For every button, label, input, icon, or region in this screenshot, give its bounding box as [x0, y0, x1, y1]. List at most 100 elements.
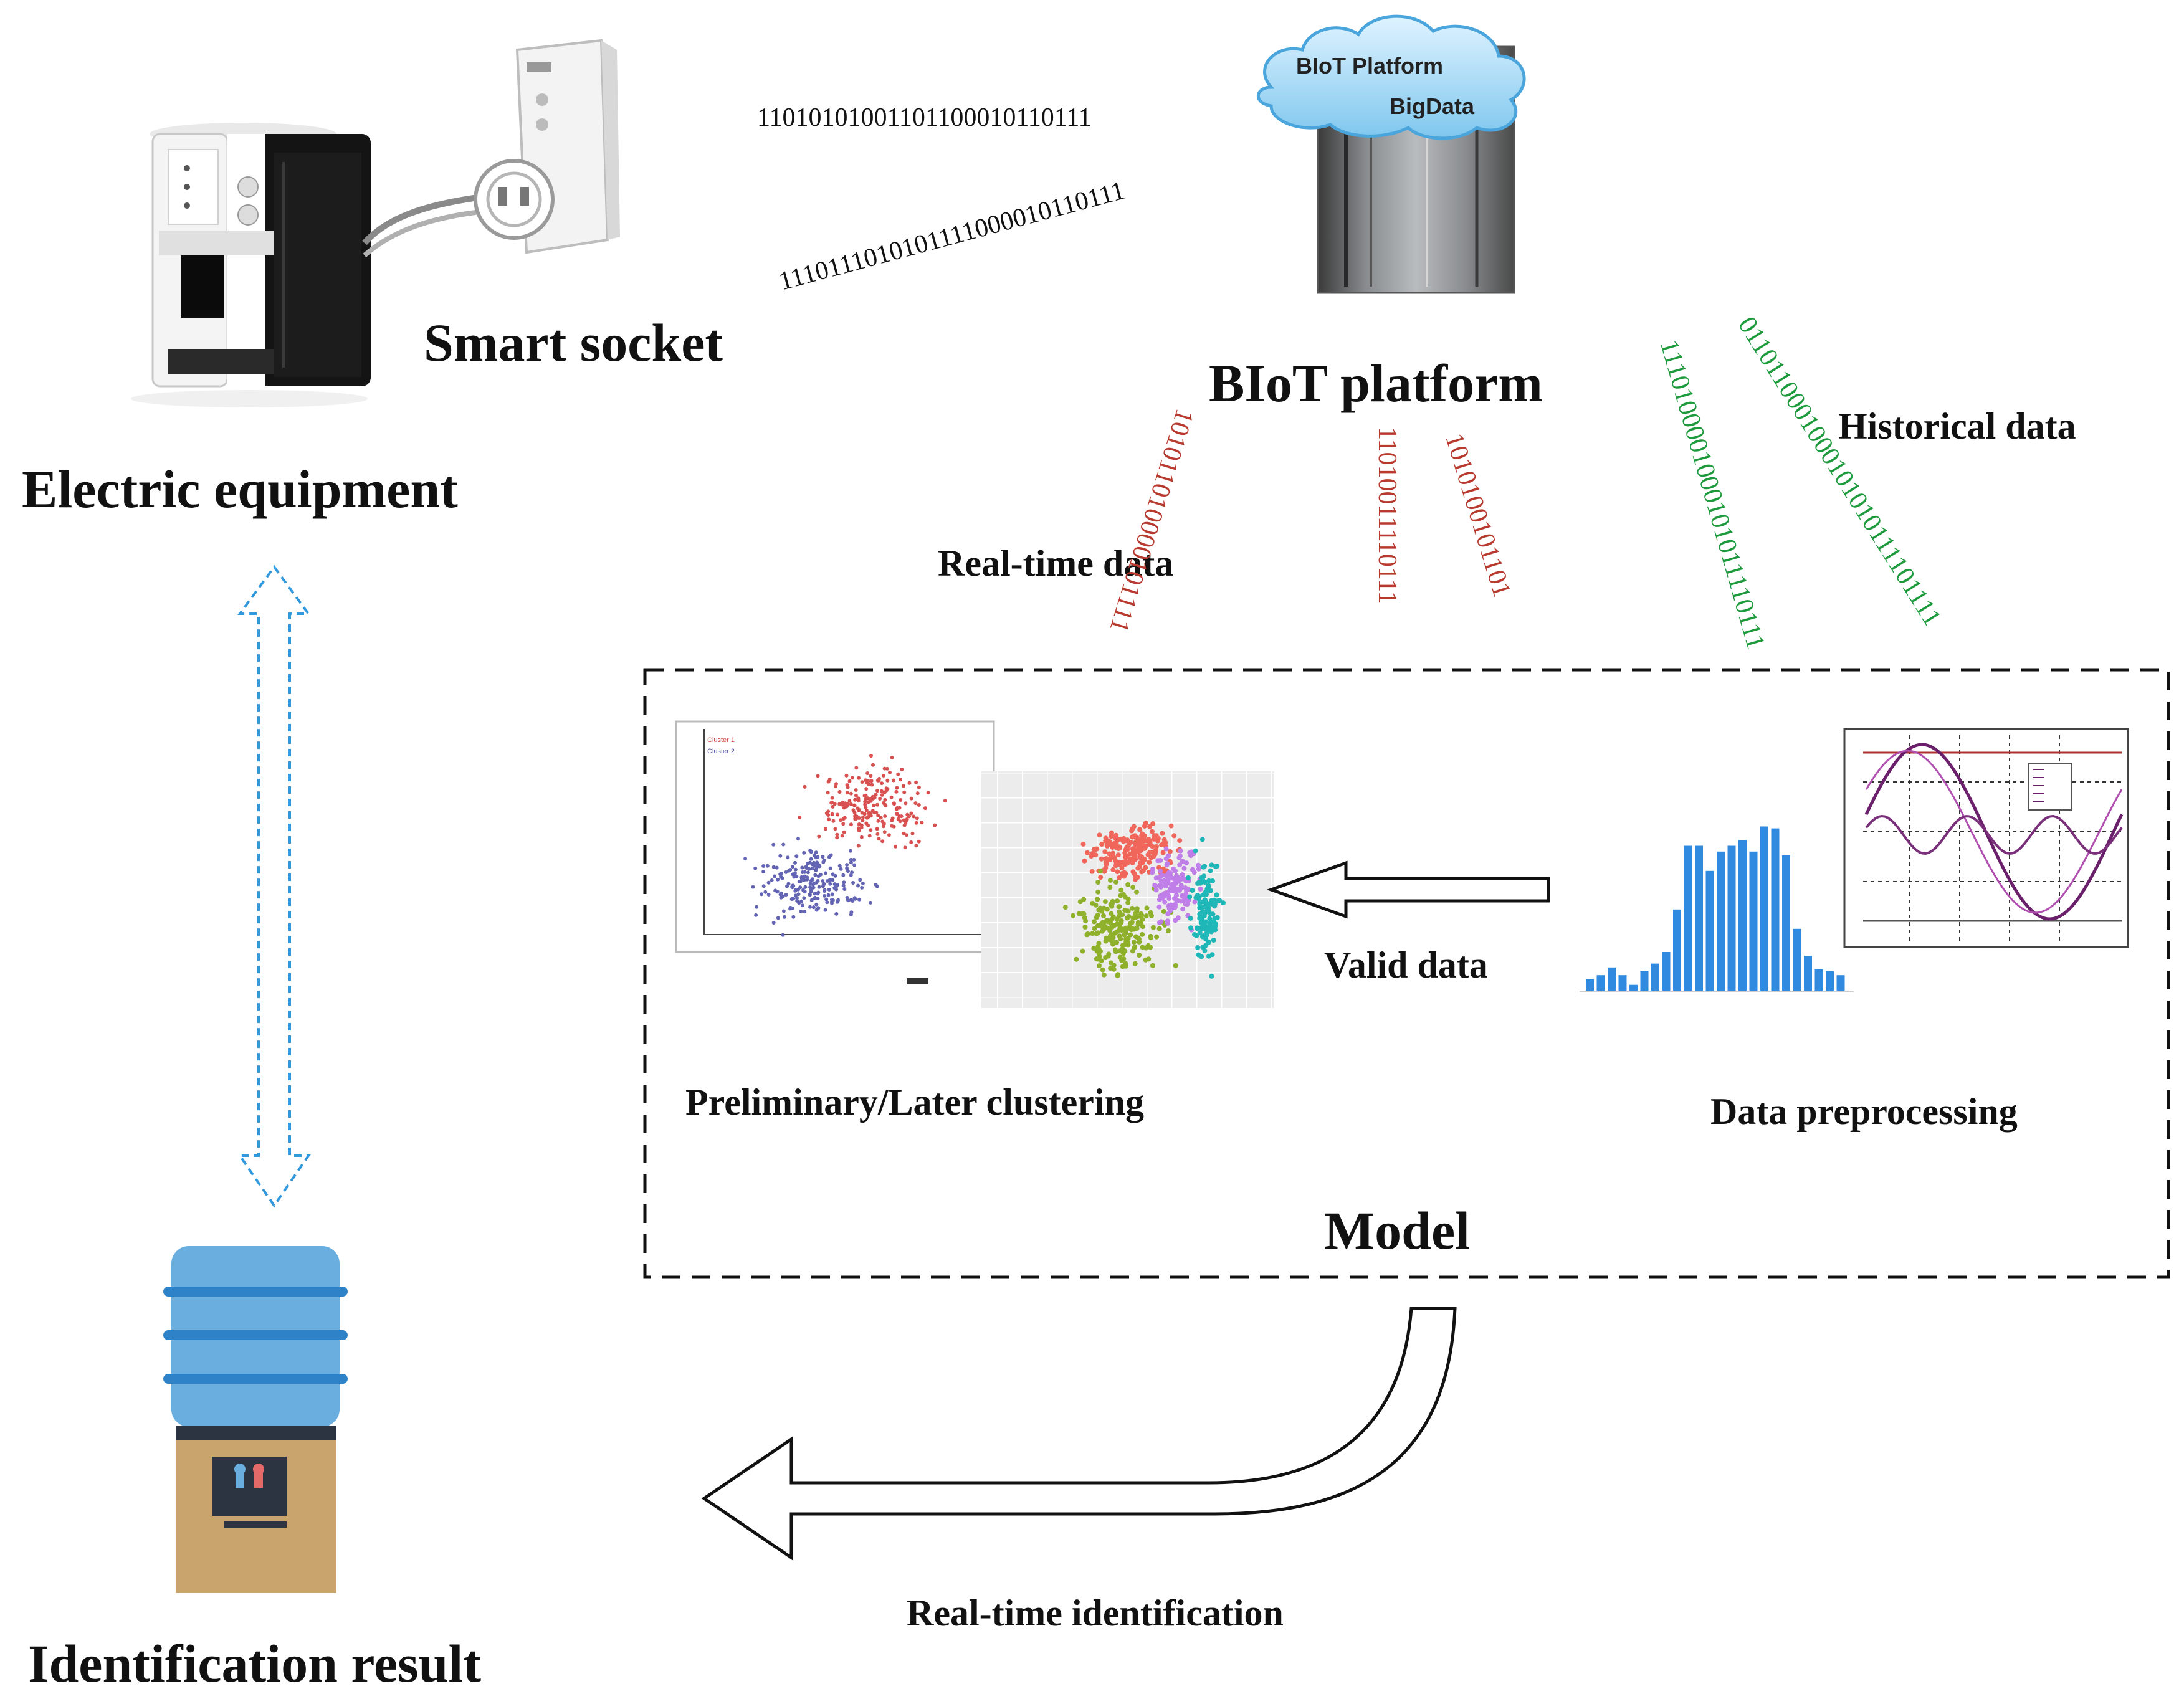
scatter-point-group4 — [1188, 925, 1193, 931]
scatter-point-cluster1 — [914, 844, 918, 848]
scatter-point-group1 — [1084, 850, 1090, 855]
scatter-point-group3 — [1184, 888, 1190, 893]
scatter-point-group4 — [1201, 892, 1206, 898]
scatter-point-group2 — [1099, 928, 1105, 934]
scatter-point-cluster2 — [849, 849, 852, 853]
scatter-point-cluster2 — [813, 892, 817, 896]
scatter-point-group3 — [1150, 870, 1155, 875]
scatter-point-cluster1 — [835, 835, 839, 840]
cloud-label-platform: BIoT Platform — [1296, 53, 1444, 79]
scatter-point-group1 — [1132, 871, 1137, 877]
bar — [1608, 967, 1616, 991]
label-smart-socket: Smart socket — [424, 313, 723, 373]
water-cooler-icon — [163, 1246, 348, 1593]
scatter-point-group1 — [1142, 845, 1148, 850]
scatter-point-group1 — [1115, 869, 1120, 875]
scatter-point-group3 — [1171, 888, 1176, 893]
scatter-point-group4 — [1209, 973, 1214, 979]
scatter-point-group1 — [1099, 842, 1105, 847]
scatter-point-cluster2 — [802, 896, 806, 900]
scatter-point-cluster1 — [867, 782, 871, 786]
scatter-point-group4 — [1198, 880, 1203, 886]
scatter-point-group2 — [1154, 934, 1160, 940]
scatter-point-group2 — [1104, 935, 1109, 941]
scatter-point-cluster1 — [882, 773, 885, 778]
scatter-point-cluster1 — [910, 831, 915, 835]
scatter-point-cluster2 — [816, 855, 820, 859]
scatter-point-cluster2 — [809, 878, 813, 883]
scatter-point-group1 — [1122, 838, 1128, 843]
scatter-point-group4 — [1212, 916, 1218, 921]
scatter-point-group2 — [1104, 918, 1110, 923]
scatter-point-cluster2 — [773, 874, 777, 878]
scatter-point-cluster1 — [840, 834, 844, 838]
scatter-point-cluster2 — [849, 857, 853, 862]
scatter-point-cluster2 — [743, 857, 748, 861]
scatter-point-cluster2 — [861, 882, 865, 885]
scatter-point-cluster1 — [879, 789, 884, 793]
scatter-point-cluster2 — [800, 903, 804, 908]
scatter-point-group1 — [1129, 828, 1135, 834]
scatter-point-group3 — [1196, 866, 1201, 872]
scatter-point-cluster2 — [778, 854, 783, 858]
scatter-point-cluster2 — [776, 916, 780, 920]
scatter-point-cluster2 — [851, 899, 855, 903]
scatter-point-cluster2 — [814, 908, 819, 912]
bar — [1771, 828, 1780, 991]
scatter-point-group4 — [1203, 943, 1209, 948]
scatter-point-cluster1 — [849, 822, 853, 827]
scatter-point-cluster1 — [902, 831, 906, 835]
scatter-point-cluster2 — [778, 892, 783, 897]
scatter-point-group2 — [1123, 930, 1128, 936]
scatter-point-cluster2 — [802, 850, 806, 855]
scatter-point-cluster2 — [806, 862, 810, 866]
label-identification-result: Identification result — [28, 1634, 482, 1693]
bar — [1651, 963, 1659, 991]
scatter-point-cluster1 — [836, 812, 839, 817]
scatter-point-cluster2 — [841, 883, 846, 888]
scatter-point-group1 — [1131, 846, 1137, 852]
scatter-point-cluster1 — [926, 791, 930, 795]
scatter-point-group1 — [1115, 852, 1121, 858]
scatter-point-group1 — [1160, 850, 1166, 855]
scatter-point-group3 — [1165, 878, 1171, 883]
label-realtime-data: Real-time data — [938, 543, 1174, 584]
waveform-large-2 — [1865, 750, 2123, 914]
scatter-point-cluster2 — [801, 888, 805, 892]
bar — [1738, 840, 1747, 991]
scatter-point-group2 — [1118, 920, 1124, 925]
scatter-point-group1 — [1163, 840, 1168, 845]
bar — [1826, 971, 1834, 991]
scatter-point-cluster1 — [872, 796, 877, 799]
scatter-point-cluster2 — [827, 887, 831, 892]
scatter-point-group1 — [1110, 867, 1116, 872]
scatter-point-group1 — [1097, 832, 1102, 838]
scatter-point-cluster1 — [899, 798, 903, 802]
label-historical-data: Historical data — [1838, 406, 2076, 447]
scatter-point-group4 — [1210, 878, 1215, 883]
scatter-point-cluster2 — [809, 889, 813, 893]
bar — [1586, 979, 1594, 991]
scatter-point-group4 — [1199, 905, 1205, 910]
scatter-point-cluster2 — [797, 880, 801, 884]
scatter-point-group2 — [1118, 887, 1124, 893]
bar — [1717, 851, 1725, 991]
scatter-point-cluster1 — [888, 770, 892, 774]
scatter-point-cluster1 — [874, 793, 878, 797]
scatter-point-cluster2 — [814, 902, 819, 907]
scatter-point-group4 — [1203, 919, 1208, 925]
scatter-point-cluster2 — [816, 892, 820, 896]
bidirectional-dashed-arrow — [237, 564, 311, 1208]
bar — [1695, 845, 1703, 991]
scatter-point-group1 — [1167, 849, 1173, 854]
scatter-point-group3 — [1168, 870, 1173, 876]
scatter-point-group3 — [1173, 902, 1178, 908]
scatter-point-group1 — [1122, 854, 1128, 860]
scatter-point-cluster2 — [817, 863, 821, 867]
scatter-point-group1 — [1150, 829, 1155, 834]
scatter-point-cluster2 — [816, 878, 820, 883]
scatter-point-group1 — [1107, 851, 1112, 857]
scatter-point-cluster1 — [914, 821, 918, 825]
label-model: Model — [1324, 1201, 1471, 1260]
